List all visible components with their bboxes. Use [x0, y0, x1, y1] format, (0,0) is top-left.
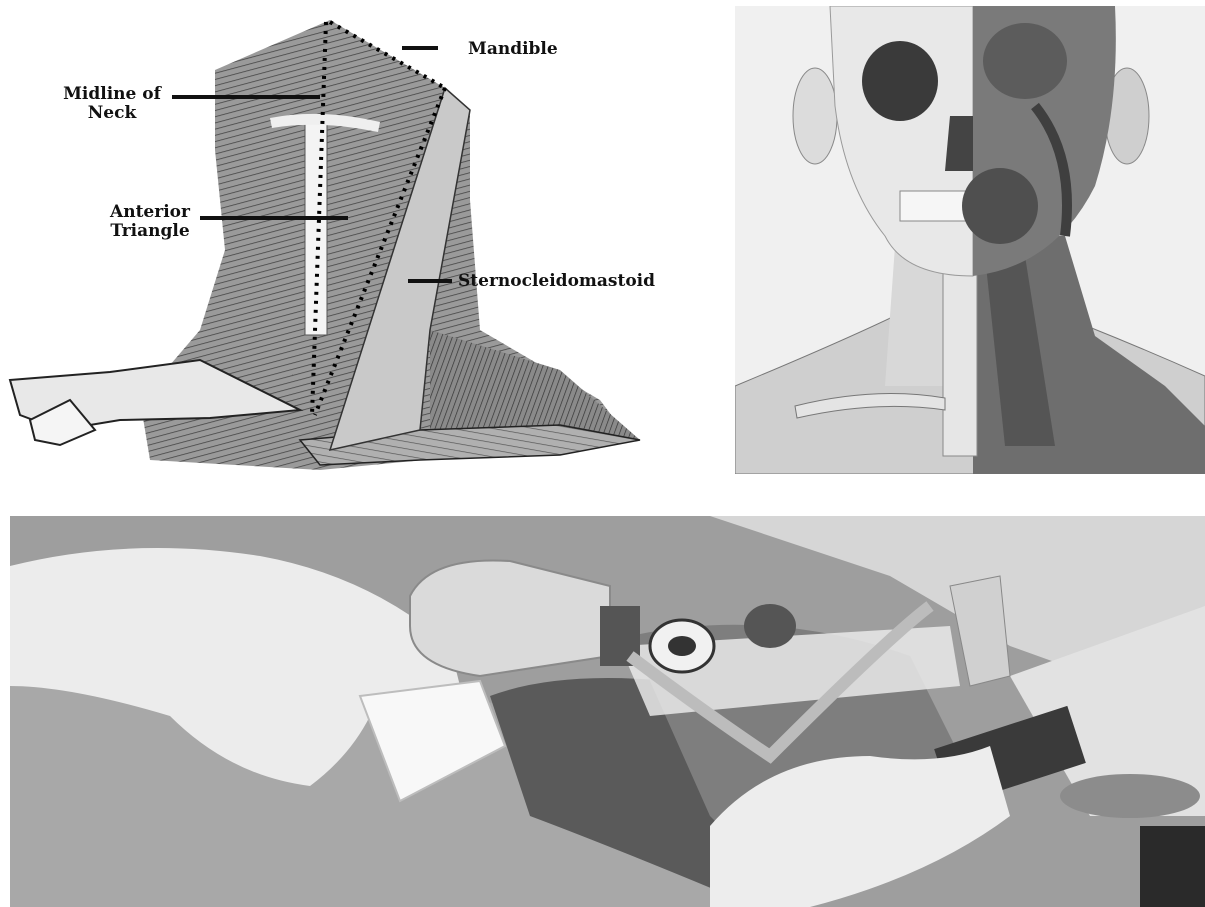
- midline-label-line2: Neck: [56, 104, 168, 123]
- anterior-triangle-label: Anterior Triangle: [104, 203, 196, 241]
- procedure-photo: [10, 516, 1205, 907]
- scm-label: Sternocleidomastoid: [458, 272, 655, 291]
- ultrasound-procedure-photo: [10, 516, 1205, 907]
- fluid-bottle: [410, 560, 610, 676]
- cervical-spine: [943, 256, 977, 456]
- anterior-label-line2: Triangle: [104, 222, 196, 241]
- left-ear: [793, 68, 837, 164]
- dark-object: [1140, 826, 1205, 907]
- skull-muscle-illustration: [735, 6, 1205, 474]
- trach-opening: [668, 636, 696, 656]
- eye-socket: [862, 41, 938, 121]
- midline-label-line1: Midline of: [56, 85, 168, 104]
- mandible-leader: [402, 46, 438, 50]
- eye-cover: [744, 604, 796, 648]
- midline-leader: [172, 95, 320, 99]
- orbicularis-oris: [962, 168, 1038, 244]
- midline-label: Midline of Neck: [56, 85, 168, 123]
- head-drawing: [735, 6, 1205, 474]
- orbicularis-oculi: [983, 23, 1067, 99]
- anterior-triangle-leader: [200, 216, 348, 220]
- anterior-label-line1: Anterior: [104, 203, 196, 222]
- scm-leader: [408, 279, 452, 283]
- mandible-label: Mandible: [468, 40, 558, 59]
- bag-valve: [1060, 774, 1200, 818]
- neck-anatomy-illustration: Mandible Midline of Neck Anterior Triang…: [0, 0, 730, 480]
